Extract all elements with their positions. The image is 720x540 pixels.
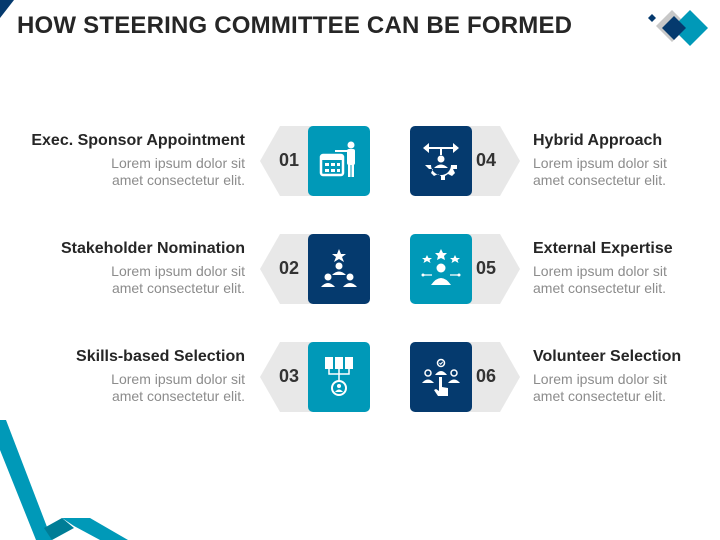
item-04-text: Hybrid Approach Lorem ipsum dolor sit am… <box>533 132 720 189</box>
item-desc: Lorem ipsum dolor sit <box>533 155 667 171</box>
item-desc: Lorem ipsum dolor sit <box>533 263 667 279</box>
item-heading: Skills-based Selection <box>76 348 245 365</box>
item-heading: Stakeholder Nomination <box>60 240 245 257</box>
item-desc: amet consectetur elit. <box>111 280 245 296</box>
item-01-text: Exec. Sponsor Appointment Lorem ipsum do… <box>15 132 245 189</box>
logo-diamonds-icon <box>648 10 708 46</box>
calendar-presenter-icon <box>308 126 370 196</box>
item-desc: Lorem ipsum dolor sit <box>111 155 245 171</box>
item-02-text: Stakeholder Nomination Lorem ipsum dolor… <box>15 240 245 297</box>
gear-arrows-icon <box>410 126 472 196</box>
item-heading: Exec. Sponsor Appointment <box>31 132 245 149</box>
item-desc: amet consectetur elit. <box>533 172 667 188</box>
corner-accent <box>0 0 14 18</box>
item-desc: Lorem ipsum dolor sit <box>533 371 667 387</box>
item-desc: amet consectetur elit. <box>533 280 667 296</box>
item-number: 05 <box>476 258 497 278</box>
team-star-icon <box>308 234 370 304</box>
item-heading: Hybrid Approach <box>533 132 663 149</box>
ribbon-decoration <box>0 420 128 540</box>
volunteer-select-icon <box>410 342 472 412</box>
page-title: HOW STEERING COMMITTEE CAN BE FORMED <box>17 12 573 39</box>
item-heading: Volunteer Selection <box>533 348 682 365</box>
item-06-text: Volunteer Selection Lorem ipsum dolor si… <box>533 348 720 405</box>
item-number: 02 <box>279 258 300 278</box>
item-number: 04 <box>476 150 497 170</box>
item-number: 01 <box>279 150 300 170</box>
item-heading: External Expertise <box>533 240 673 257</box>
item-05-text: External Expertise Lorem ipsum dolor sit… <box>533 240 720 297</box>
item-desc: amet consectetur elit. <box>111 388 245 404</box>
expert-stars-icon <box>410 234 472 304</box>
item-03-text: Skills-based Selection Lorem ipsum dolor… <box>15 348 245 405</box>
item-desc: amet consectetur elit. <box>533 388 667 404</box>
item-desc: Lorem ipsum dolor sit <box>111 371 245 387</box>
item-number: 06 <box>476 366 497 386</box>
item-desc: Lorem ipsum dolor sit <box>111 263 245 279</box>
item-number: 03 <box>279 366 300 386</box>
item-desc: amet consectetur elit. <box>111 172 245 188</box>
skills-tree-icon <box>308 342 370 412</box>
